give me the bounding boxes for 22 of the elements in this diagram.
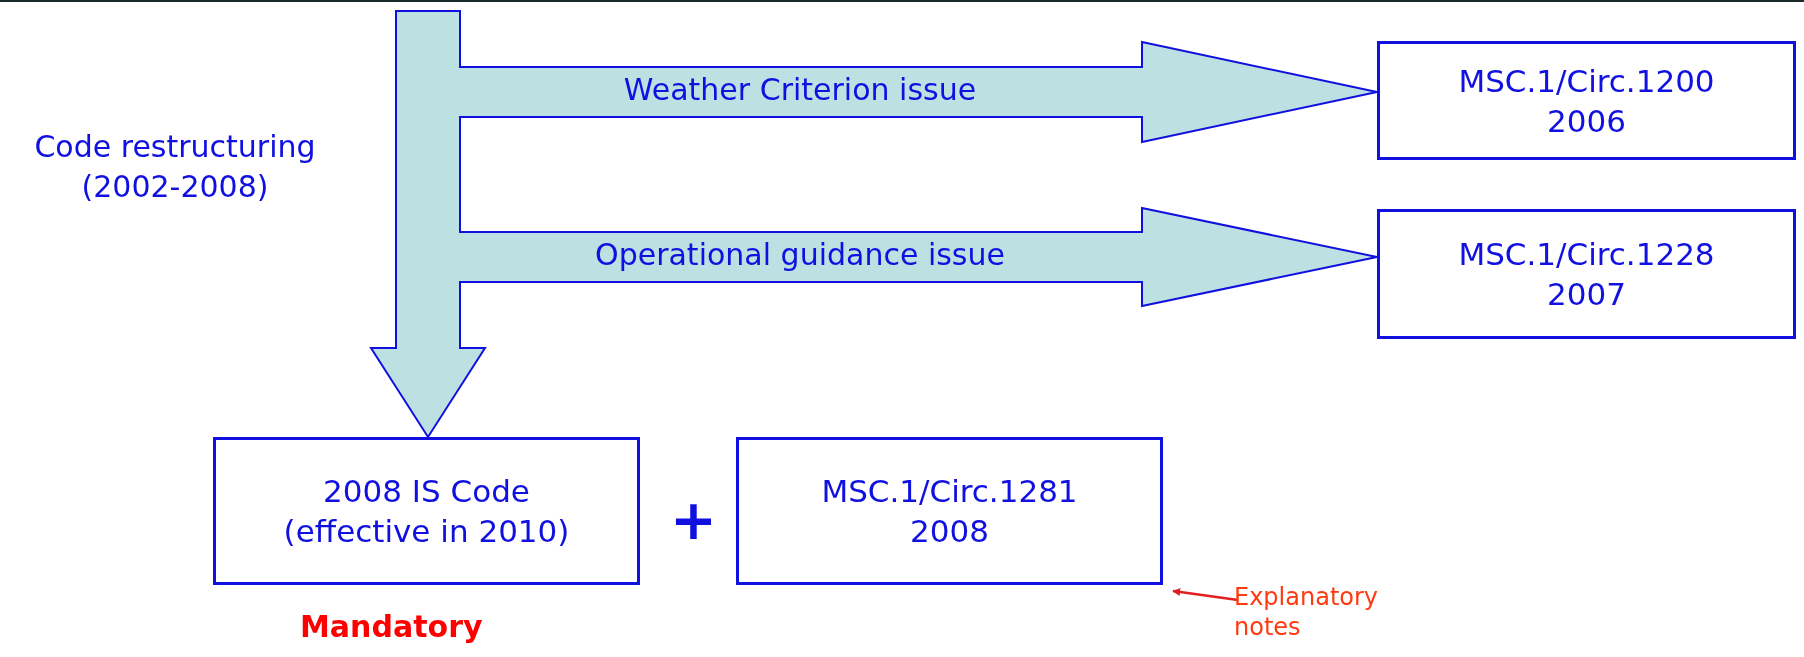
box-text: MSC.1/Circ.1200 <box>1458 61 1715 101</box>
document-box <box>1377 41 1796 160</box>
block-arrow <box>458 40 1378 144</box>
box-text: 2006 <box>1547 101 1626 141</box>
box-text: MSC.1/Circ.1281 <box>821 472 1078 511</box>
edge-label: Code restructuring (2002-2008) <box>33 128 317 206</box>
note-text: Explanatory notes <box>1234 582 1404 642</box>
edge-label: Weather Criterion issue <box>622 71 978 109</box>
block-arrow <box>369 10 487 439</box>
edge-label: Operational guidance issue <box>594 236 1006 274</box>
block-arrow <box>458 206 1378 308</box>
document-box <box>213 437 640 585</box>
leader-arrow <box>1172 588 1239 602</box>
box-text: (effective in 2010) <box>283 512 570 551</box>
note-text: Mandatory <box>300 612 483 642</box>
box-text: MSC.1/Circ.1228 <box>1458 235 1715 274</box>
box-text: 2008 <box>910 512 989 551</box>
box-text: 2008 IS Code <box>323 472 530 511</box>
plus-sign: + <box>670 492 717 548</box>
box-text: 2007 <box>1547 275 1626 314</box>
document-box <box>736 437 1163 585</box>
document-box <box>1377 209 1796 339</box>
